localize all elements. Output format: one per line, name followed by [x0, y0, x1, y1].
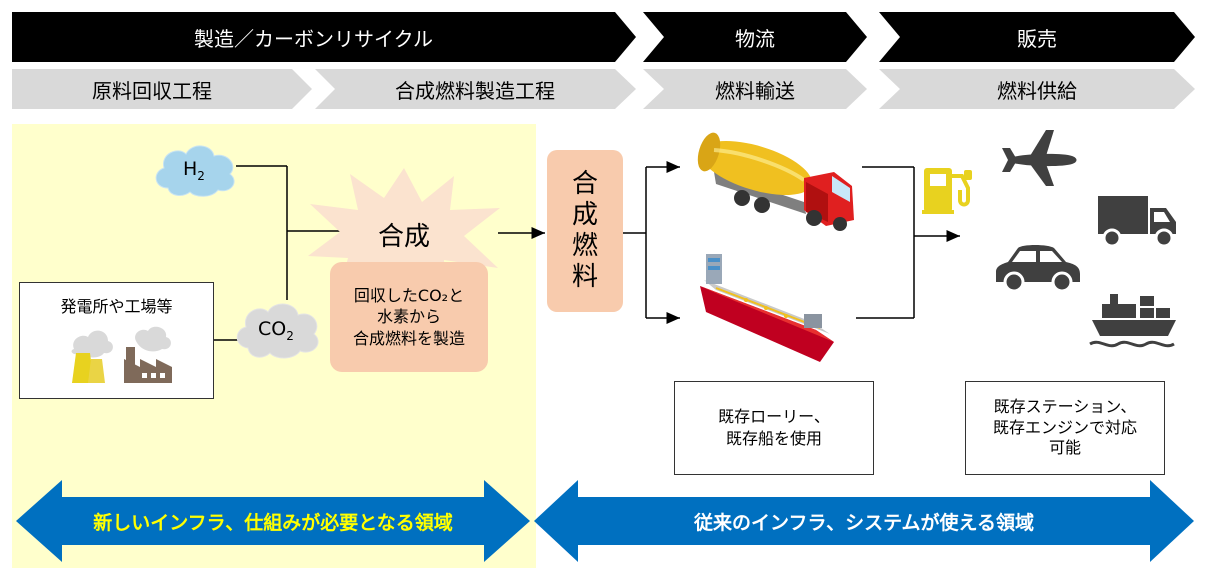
fuel-char: 成	[571, 199, 598, 230]
car-icon	[996, 245, 1080, 293]
logistics-note: 既存ローリー、 既存船を使用	[674, 381, 874, 475]
sales-note-line: 既存エンジンで対応	[992, 417, 1137, 437]
truck-icon	[1098, 196, 1176, 248]
substage-label: 燃料供給	[997, 78, 1077, 103]
co2-label: CO2	[258, 318, 294, 343]
airplane-icon	[1002, 130, 1077, 186]
synthesis-label: 合成	[377, 222, 430, 252]
stage-manufacturing: 製造／カーボンリサイクル	[12, 12, 615, 62]
stage-label: 販売	[1017, 26, 1057, 51]
synthesis-desc-line: 合成燃料を製造	[352, 328, 465, 348]
existing-infra-label: 従来のインフラ、システムが使える領域	[694, 511, 1034, 534]
source-box: 発電所や工場等	[19, 282, 214, 399]
stage-sales: 販売	[900, 12, 1174, 62]
power-plant-icon	[71, 330, 113, 383]
new-infra-label: 新しいインフラ、仕組みが必要となる領域	[93, 511, 453, 534]
sales-note-line: 可能	[1048, 438, 1081, 458]
source-label: 発電所や工場等	[60, 297, 173, 316]
substage-label: 燃料輸送	[715, 78, 795, 103]
substage-synthesis: 合成燃料製造工程	[335, 69, 615, 109]
logistics-note-line: 既存船を使用	[725, 429, 822, 448]
synthesis-desc-line: 水素から	[376, 307, 441, 327]
substage-raw-collection: 原料回収工程	[12, 69, 292, 109]
fuel-char: 料	[571, 262, 598, 293]
cloud-icon	[236, 303, 319, 359]
substage-transport: 燃料輸送	[664, 69, 846, 109]
fuel-char: 合	[571, 168, 598, 199]
ship-icon	[1089, 294, 1176, 348]
cargo-ship-icon	[700, 254, 834, 362]
cloud-icon	[155, 145, 235, 197]
synthesis-desc-box: 回収したCO₂と 水素から 合成燃料を製造	[330, 262, 488, 372]
factory-icon	[124, 326, 172, 383]
synthesis-desc-line: 回収したCO₂と	[353, 285, 465, 305]
sales-note-line: 既存ステーション、	[993, 396, 1137, 416]
substage-label: 原料回収工程	[92, 78, 212, 103]
stage-logistics: 物流	[664, 12, 846, 62]
sales-note: 既存ステーション、 既存エンジンで対応 可能	[965, 381, 1165, 475]
synthetic-fuel-box: 合 成 燃 料	[547, 150, 623, 312]
tanker-truck-icon	[697, 132, 854, 231]
logistics-note-line: 既存ローリー、	[718, 406, 830, 426]
fuel-char: 燃	[571, 231, 598, 261]
stage-label: 製造／カーボンリサイクル	[194, 26, 433, 51]
h2-label: H2	[183, 158, 205, 183]
substage-label: 合成燃料製造工程	[395, 78, 555, 103]
substage-supply: 燃料供給	[900, 69, 1174, 109]
header-stage-shapes	[12, 12, 1195, 109]
stage-label: 物流	[735, 26, 775, 51]
fuel-pump-icon	[922, 168, 972, 214]
